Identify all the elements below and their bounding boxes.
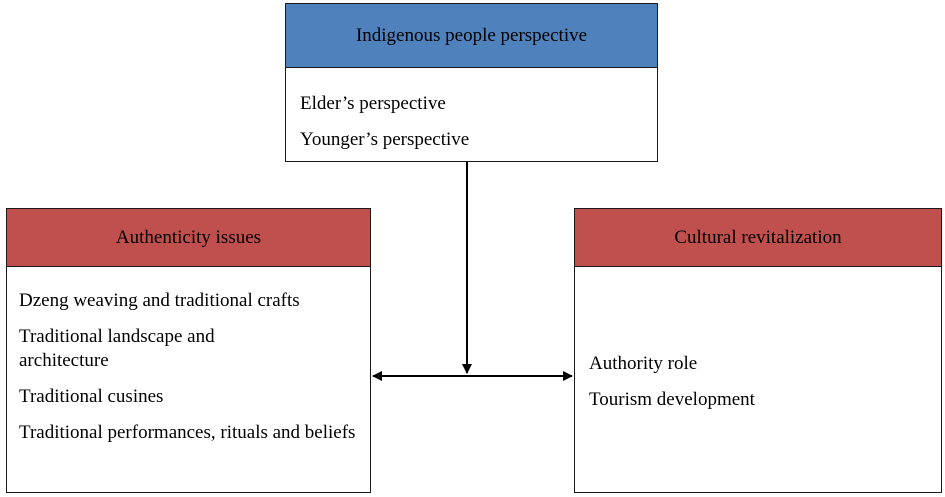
authenticity-issues-box: Authenticity issues Dzeng weaving and tr… [6,208,371,493]
list-item: Elder’s perspective [300,93,446,114]
list-item: Tourism development [589,389,755,410]
list-item: Traditional cusines [19,386,164,407]
authenticity-issues-items: Dzeng weaving and traditional crafts Tra… [7,289,370,457]
list-item: Authority role [589,353,698,374]
list-item: Younger’s perspective [300,129,470,150]
cultural-revitalization-header: Cultural revitalization [575,209,941,267]
indigenous-perspective-header: Indigenous people perspective [286,4,657,68]
cultural-revitalization-items: Authority role Tourism development [575,352,941,424]
indigenous-perspective-items: Elder’s perspective Younger’s perspectiv… [286,92,657,164]
authenticity-issues-header: Authenticity issues [7,209,370,267]
cultural-revitalization-box: Cultural revitalization Authority role T… [574,208,942,493]
list-item: Dzeng weaving and traditional crafts [19,290,300,311]
list-item: Traditional performances, rituals and be… [19,422,356,443]
indigenous-perspective-box: Indigenous people perspective Elder’s pe… [285,3,658,162]
list-item: Traditional landscape and architecture [19,326,215,371]
